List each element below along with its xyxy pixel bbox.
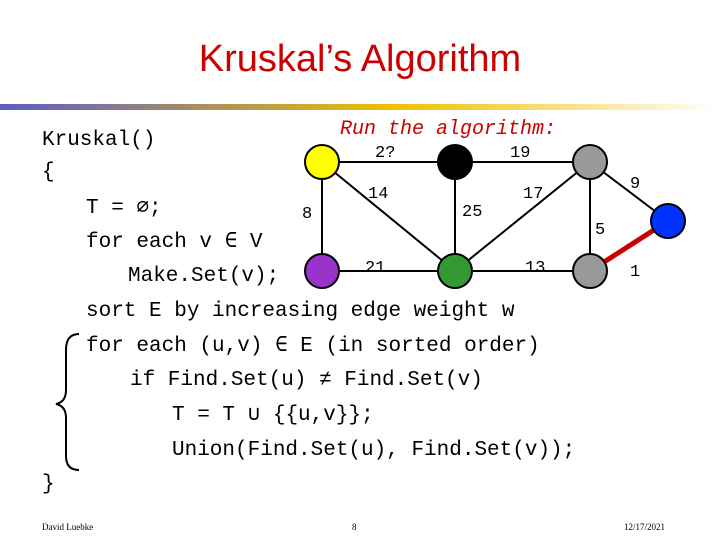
vertex-blue <box>650 203 686 239</box>
code-line-5: Make.Set(v); <box>128 265 280 288</box>
weight-19: 19 <box>510 144 530 163</box>
vertex-gray-top <box>572 144 608 180</box>
weight-8: 8 <box>302 205 312 224</box>
weight-2: 2? <box>375 144 395 163</box>
code-line-1: Kruskal() <box>42 129 156 152</box>
code-line-11: } <box>42 473 55 496</box>
curly-brace <box>55 333 80 471</box>
vertex-yellow <box>304 144 340 180</box>
edge-gray-green <box>454 161 591 272</box>
footer-author: David Luebke <box>42 522 94 532</box>
graph-caption: Run the algorithm: <box>340 118 556 141</box>
code-line-2: { <box>42 161 55 184</box>
footer-date: 12/17/2021 <box>624 522 666 532</box>
title-divider <box>0 104 720 110</box>
weight-25: 25 <box>462 203 482 222</box>
code-line-3: T = ∅; <box>86 197 162 220</box>
weight-13: 13 <box>525 259 545 278</box>
slide-title: Kruskal’s Algorithm <box>198 38 522 80</box>
code-line-8: if Find.Set(u) ≠ Find.Set(v) <box>130 369 483 392</box>
code-line-4: for each v ∈ V <box>86 231 263 254</box>
weight-17: 17 <box>523 185 543 204</box>
vertex-green <box>437 253 473 289</box>
weight-1: 1 <box>630 263 640 282</box>
vertex-black <box>437 144 473 180</box>
edge-yellow-green <box>321 161 456 272</box>
weight-9: 9 <box>630 175 640 194</box>
weight-5: 5 <box>595 221 605 240</box>
code-line-10: Union(Find.Set(u), Find.Set(v)); <box>172 439 576 462</box>
code-line-6: sort E by increasing edge weight w <box>86 300 515 323</box>
weight-21: 21 <box>365 259 385 278</box>
weight-14: 14 <box>368 185 388 204</box>
footer-page-number: 8 <box>352 522 357 532</box>
code-line-9: T = T ∪ {{u,v}}; <box>172 404 374 427</box>
vertex-gray-bottom <box>572 253 608 289</box>
vertex-purple <box>304 253 340 289</box>
code-line-7: for each (u,v) ∈ E (in sorted order) <box>86 335 540 358</box>
